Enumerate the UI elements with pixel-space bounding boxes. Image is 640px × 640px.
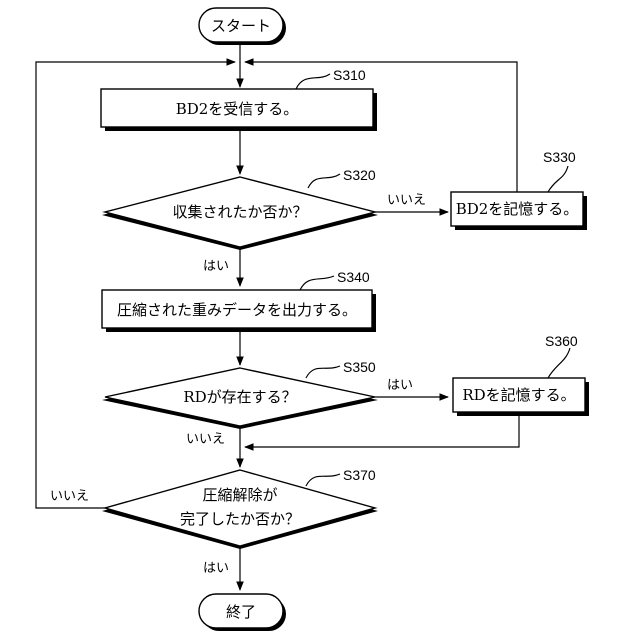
end-terminal: 終了 — [199, 594, 286, 631]
step-id-leader-s370 — [306, 474, 340, 486]
decision-s370-label-line2: 完了したか否か？ — [180, 510, 300, 528]
step-id-s340: S340 — [337, 269, 370, 285]
process-s310: BD2を受信する。 — [101, 89, 377, 131]
step-id-s350: S350 — [343, 359, 376, 375]
process-s360-label: RDを記憶する。 — [462, 386, 575, 404]
decision-s320: 収集されたか否か？ — [102, 177, 378, 250]
start-label: スタート — [211, 17, 271, 35]
step-id-leader-s330 — [548, 166, 568, 192]
step-id-s370: S370 — [343, 467, 376, 483]
process-s330: BD2を記憶する。 — [451, 192, 587, 230]
step-id-leader-s350 — [306, 366, 340, 378]
step-id-s330: S330 — [543, 149, 576, 165]
edge-label-s350-no: いいえ — [186, 432, 225, 447]
step-id-s310: S310 — [333, 67, 366, 83]
step-id-leader-s320 — [308, 174, 340, 188]
process-s310-label: BD2を受信する。 — [176, 100, 299, 118]
process-s360: RDを記憶する。 — [453, 378, 589, 416]
decision-s370-label-line1: 圧縮解除が — [202, 486, 277, 504]
step-id-s320: S320 — [343, 167, 376, 183]
end-label: 終了 — [226, 603, 256, 621]
decision-s370: 圧縮解除が 完了したか否か？ — [102, 470, 378, 549]
edge-label-s320-yes: はい — [203, 259, 229, 274]
decision-s320-label: 収集されたか否か？ — [172, 203, 307, 221]
step-id-s360: S360 — [545, 333, 578, 349]
edge-label-s370-yes: はい — [203, 561, 229, 576]
process-s340-label: 圧縮された重みデータを出力する。 — [117, 301, 357, 319]
decision-s350-label: RDが存在する？ — [183, 388, 296, 406]
step-id-leader-s360 — [548, 348, 570, 378]
start-terminal: スタート — [199, 8, 286, 45]
process-s330-label: BD2を記憶する。 — [456, 200, 579, 218]
step-id-leader-s340 — [300, 276, 334, 290]
process-s340: 圧縮された重みデータを出力する。 — [102, 290, 376, 332]
edge-label-s350-yes: はい — [387, 378, 413, 393]
decision-s350: RDが存在する？ — [102, 368, 378, 429]
edge-label-s320-no: いいえ — [387, 193, 426, 208]
step-id-leader-s310 — [296, 74, 330, 89]
edge-label-s370-no: いいえ — [50, 489, 89, 504]
